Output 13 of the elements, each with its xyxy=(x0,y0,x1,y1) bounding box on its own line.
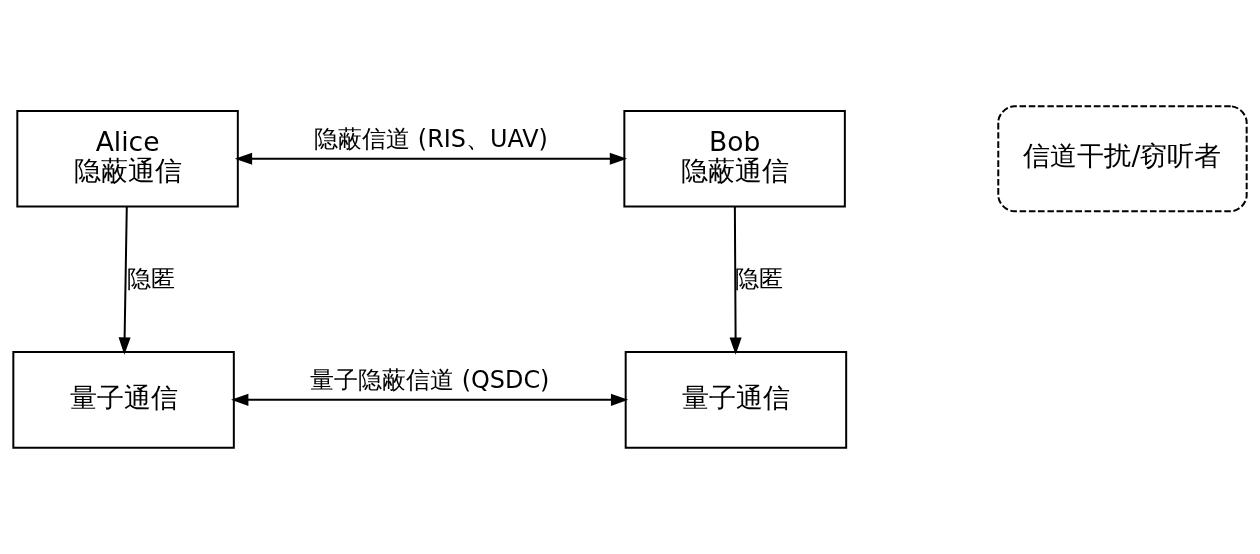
arrow xyxy=(729,205,742,355)
edge-label: 隐蔽信道 (RIS、UAV) xyxy=(314,125,548,154)
arrow xyxy=(118,205,131,355)
node-box: Alice 隐蔽通信 xyxy=(16,109,239,208)
edge-label: 隐匿 xyxy=(126,265,175,294)
edge-label: 量子隐蔽信道 (QSDC) xyxy=(310,366,550,395)
node-box: 信道干扰/窃听者 xyxy=(997,105,1248,213)
arrow xyxy=(231,393,629,406)
edge-label: 隐匿 xyxy=(735,265,784,294)
arrow xyxy=(234,152,628,165)
node-box: Bob 隐蔽通信 xyxy=(623,109,846,208)
node-box: 量子通信 xyxy=(624,351,848,449)
node-box: 量子通信 xyxy=(12,351,235,449)
